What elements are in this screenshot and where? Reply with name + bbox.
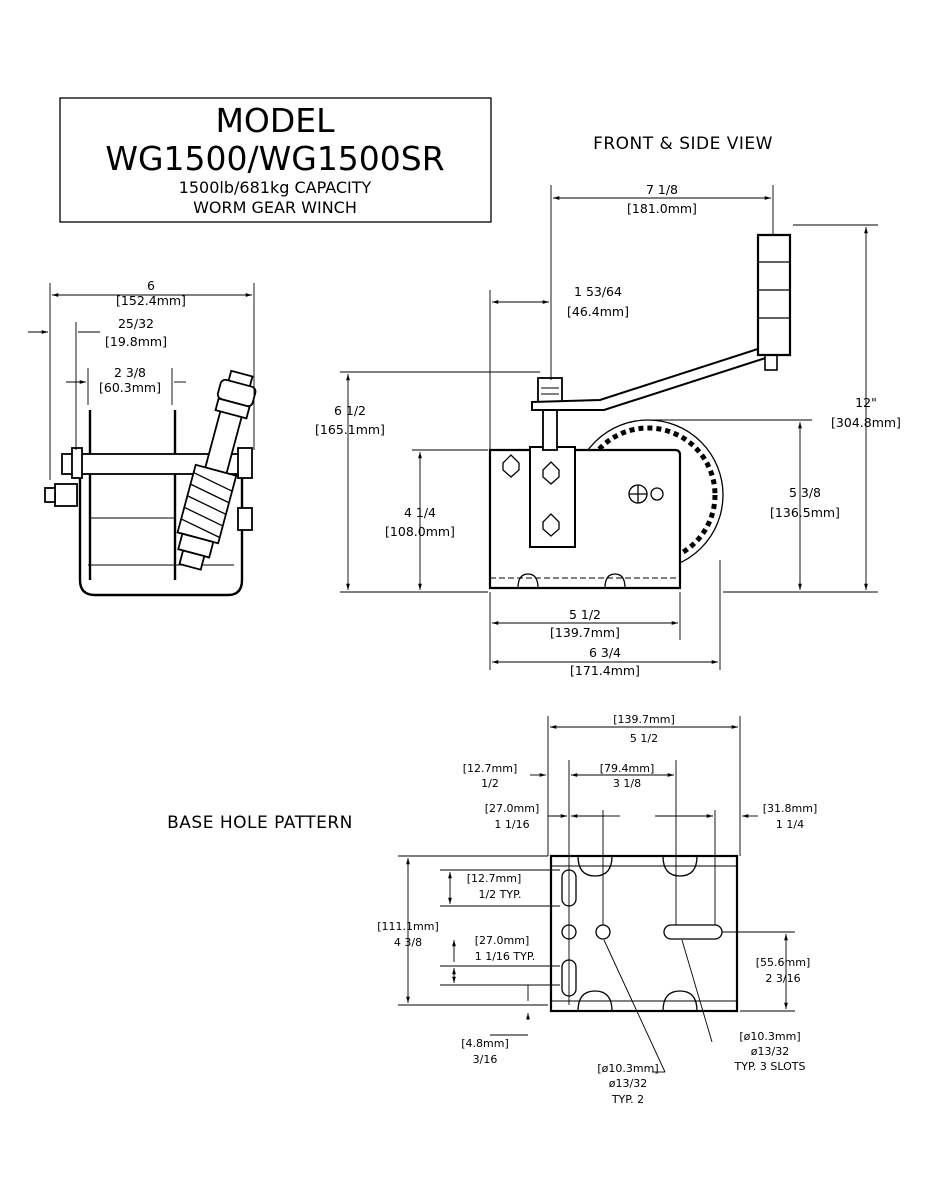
front-axle-mm: [46.4mm] [567,304,629,319]
base-width-mm: [139.7mm] [613,713,675,726]
base-depth-in: 4 3/8 [394,936,422,949]
base-left-in: 1/2 [481,777,499,790]
base-hole-mm: [ø10.3mm] [597,1062,658,1075]
title-model-number: WG1500/WG1500SR [105,139,444,178]
side-width-mm: [152.4mm] [116,293,186,308]
base-holes-in: 3 1/8 [613,777,641,790]
front-base-width-in: 5 1/2 [569,607,601,622]
front-total-width-mm: [171.4mm] [570,663,640,678]
base-rslot-mm: [55.6mm] [756,956,811,969]
front-axle-height-mm: [165.1mm] [315,422,385,437]
title-block: MODEL WG1500/WG1500SR 1500lb/681kg CAPAC… [59,97,492,223]
front-total-height-in: 12" [855,395,877,410]
front-gear-height-mm: [136.5mm] [770,505,840,520]
front-side-view-label: FRONT & SIDE VIEW [593,134,773,154]
side-view: 6 [152.4mm] 25/32 [19.8mm] 2 3/8 [60.3mm… [28,278,257,597]
base-right-mm: [31.8mm] [763,802,818,815]
front-total-width-in: 6 3/4 [589,645,621,660]
front-total-height-mm: [304.8mm] [831,415,901,430]
side-offset-mm: [19.8mm] [105,334,167,349]
front-plate-height-mm: [108.0mm] [385,524,455,539]
title-model: MODEL [215,101,335,140]
base-left-mm: [12.7mm] [463,762,518,775]
front-plate-height-in: 4 1/4 [404,505,436,520]
base-width-in: 5 1/2 [630,732,658,745]
base-slotd-in: ø13/32 [751,1045,789,1058]
base-slot-in: 1/2 TYP. [478,888,521,901]
base-hole-pattern: [139.7mm] 5 1/2 [12.7mm] 1/2 [79.4mm] 3 … [377,713,817,1106]
base-edge-in: 3/16 [473,1053,498,1066]
base-right-in: 1 1/4 [776,818,804,831]
base-hole-pattern-label: BASE HOLE PATTERN [167,813,353,833]
base-vspace-mm: [27.0mm] [475,934,530,947]
side-offset-in: 25/32 [118,316,154,331]
base-slotd-mm: [ø10.3mm] [739,1030,800,1043]
front-view: 7 1/8 [181.0mm] 1 53/64 [46.4mm] 6 1/2 [… [315,182,901,678]
base-slot-mm: [12.7mm] [467,872,522,885]
base-vspace-in: 1 1/16 TYP. [475,950,536,963]
base-edge-mm: [4.8mm] [461,1037,509,1050]
side-spacing-mm: [60.3mm] [99,380,161,395]
front-handle-in: 7 1/8 [646,182,678,197]
title-description: WORM GEAR WINCH [193,198,357,217]
front-gear-height-in: 5 3/8 [789,485,821,500]
base-holes-mm: [79.4mm] [600,762,655,775]
front-axle-height-in: 6 1/2 [334,403,366,418]
base-inner-mm: [27.0mm] [485,802,540,815]
side-width-in: 6 [147,278,155,293]
base-hole-note: TYP. 2 [611,1093,644,1106]
base-inner-in: 1 1/16 [494,818,529,831]
base-slotd-note: TYP. 3 SLOTS [734,1060,806,1073]
base-hole-in: ø13/32 [609,1077,647,1090]
front-handle-mm: [181.0mm] [627,201,697,216]
side-spacing-in: 2 3/8 [114,365,146,380]
front-base-width-mm: [139.7mm] [550,625,620,640]
title-capacity: 1500lb/681kg CAPACITY [179,178,372,197]
front-axle-in: 1 53/64 [574,284,622,299]
base-depth-mm: [111.1mm] [377,920,439,933]
base-rslot-in: 2 3/16 [765,972,800,985]
